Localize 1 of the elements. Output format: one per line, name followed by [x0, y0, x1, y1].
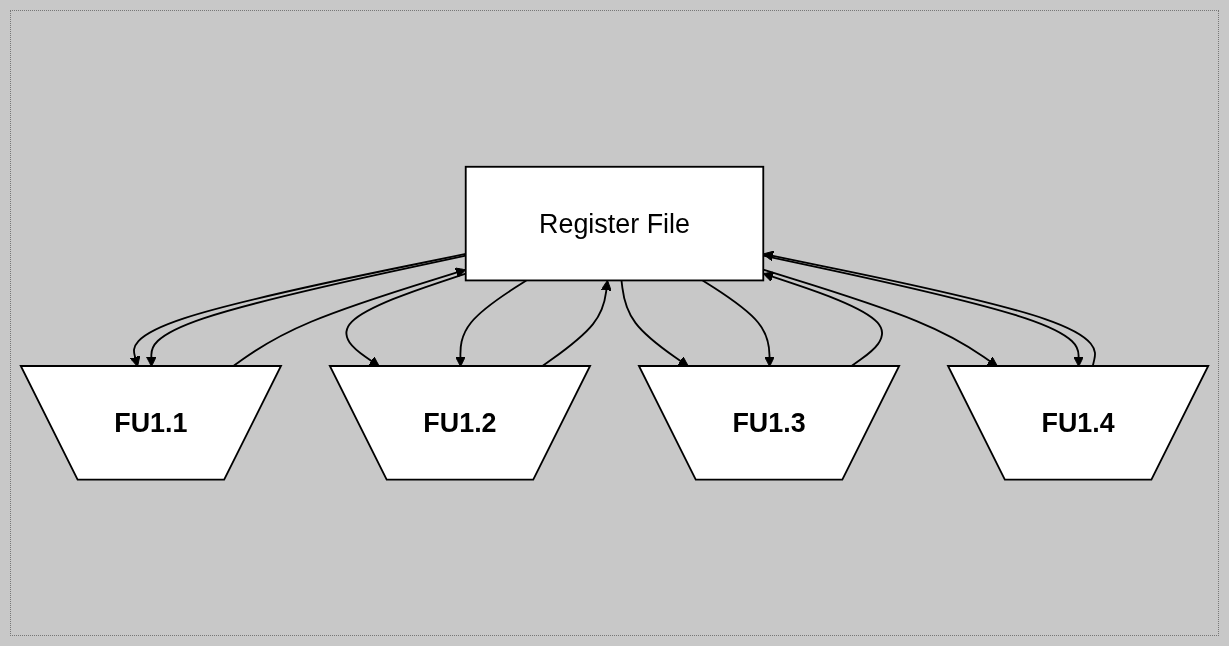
node-box: Register File [464, 165, 765, 282]
